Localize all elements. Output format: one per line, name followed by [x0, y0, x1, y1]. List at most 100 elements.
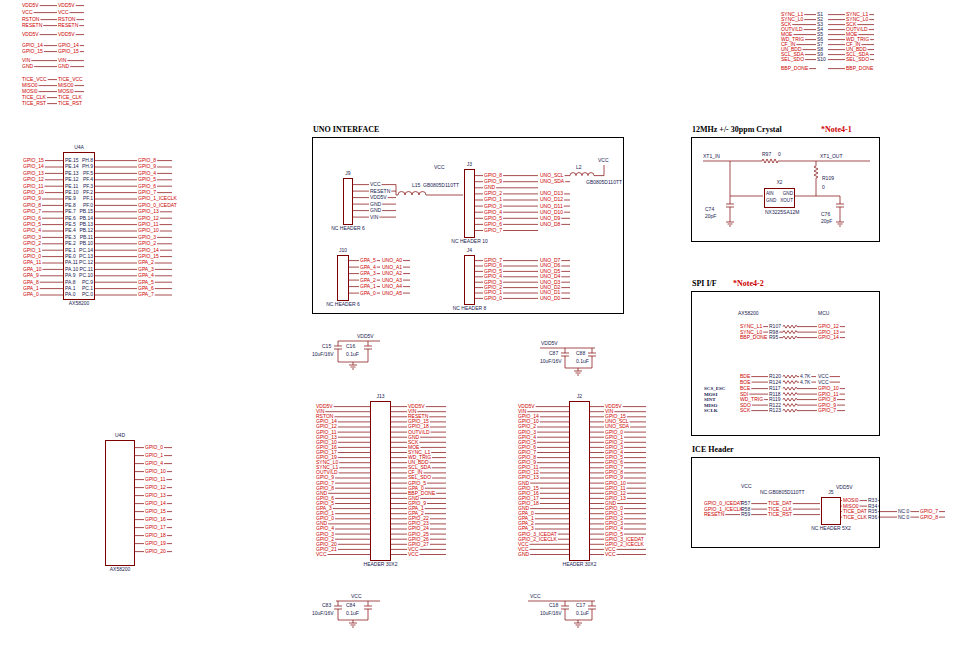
net-label: GPIO_1	[23, 248, 41, 253]
connector-part: J3NC HEADER 10	[464, 169, 475, 238]
pin-name: GND	[370, 202, 381, 207]
net-wire	[839, 394, 845, 395]
net-wire	[910, 517, 919, 518]
net-wire	[70, 66, 84, 67]
net-wire	[590, 411, 604, 412]
part-label: VCC	[434, 165, 445, 170]
pin-name: PA.9	[65, 273, 75, 278]
net-wire	[751, 514, 767, 515]
net-wire	[828, 14, 845, 15]
net-wire	[792, 24, 816, 25]
net-wire	[830, 382, 840, 383]
net-wire	[348, 267, 359, 268]
resistor-symbol	[783, 375, 797, 378]
part-value: NC HEADER 6	[331, 226, 365, 231]
net-wire	[590, 523, 604, 524]
net-wire	[391, 462, 407, 463]
net-wire	[388, 197, 396, 198]
net-label: GPIO_7	[23, 209, 41, 214]
part-label: 10uF/16V	[312, 611, 334, 616]
part-label: VCC	[351, 594, 362, 599]
net-label: UNO_A0	[382, 258, 402, 263]
net-wire	[561, 298, 570, 299]
pin-name: S10	[817, 57, 826, 62]
net-wire	[617, 549, 646, 550]
net-wire	[870, 54, 874, 55]
net-label: GPIO_8	[484, 173, 502, 178]
net-wire	[751, 410, 768, 411]
net-wire	[436, 493, 446, 494]
net-wire	[391, 483, 407, 484]
net-wire	[590, 421, 604, 422]
net-label: GPA_1	[23, 286, 39, 291]
part-reference: U4D	[115, 433, 125, 438]
net-wire	[348, 280, 359, 281]
net-label: GPIO_11	[145, 477, 165, 482]
net-label: GPIO_11	[23, 184, 43, 189]
net-wire	[403, 260, 410, 261]
net-label: GPA_11	[23, 260, 41, 265]
pin-name: PC.13	[79, 254, 93, 259]
net-label: GPIO_3	[484, 280, 502, 285]
net-label: GPIO_11	[138, 222, 158, 227]
net-wire	[391, 523, 407, 524]
net-wire	[135, 551, 144, 552]
pin-name: PC.0	[82, 292, 93, 297]
part-label: C88	[576, 351, 585, 356]
net-wire	[337, 432, 370, 433]
net-wire	[626, 488, 646, 489]
section-heading: SPI I/F	[692, 280, 717, 288]
net-wire	[617, 503, 646, 504]
net-wire	[155, 269, 172, 270]
net-label: GPIO_19	[145, 541, 166, 546]
net-wire	[540, 472, 569, 473]
net-wire	[474, 181, 483, 182]
net-wire	[95, 205, 137, 206]
net-wire	[627, 493, 646, 494]
net-wire	[80, 51, 84, 52]
net-wire	[503, 200, 538, 201]
net-label: VIN	[58, 58, 66, 63]
part-label: R124	[769, 380, 781, 385]
net-wire	[42, 199, 63, 200]
net-wire	[828, 44, 845, 45]
net-wire	[157, 243, 172, 244]
resistor-symbol	[783, 387, 797, 390]
net-wire	[157, 192, 172, 193]
part-label: VDD5V	[357, 334, 374, 339]
net-label: GPIO_15	[58, 49, 79, 54]
net-wire	[503, 276, 538, 277]
net-wire	[42, 205, 63, 206]
net-wire	[167, 495, 172, 496]
capacitor-symbol	[588, 601, 596, 620]
pin-name: PA.8	[65, 280, 75, 285]
net-label: GND	[58, 64, 69, 69]
net-wire	[325, 411, 370, 412]
net-wire	[430, 518, 446, 519]
net-wire	[860, 500, 867, 501]
net-wire	[40, 295, 63, 296]
part-label: R118	[769, 392, 781, 397]
net-wire	[527, 411, 569, 412]
net-wire	[155, 263, 172, 264]
net-wire	[42, 231, 63, 232]
net-wire	[67, 60, 84, 61]
net-wire	[430, 539, 446, 540]
pin-name: PE.9	[65, 196, 76, 201]
net-wire	[352, 191, 369, 192]
net-label: UNO_A1	[382, 265, 402, 270]
net-wire	[391, 508, 407, 509]
net-wire	[503, 298, 538, 299]
net-label: TICE_VCC	[58, 77, 83, 82]
ground-symbol	[338, 620, 368, 627]
net-wire	[590, 457, 604, 458]
net-wire	[751, 503, 767, 504]
net-wire	[167, 527, 172, 528]
part-label: 0	[822, 185, 825, 190]
part-value: NC HEADER 5X2	[811, 526, 851, 531]
net-wire	[561, 287, 570, 288]
net-label: SDI	[740, 392, 748, 397]
net-wire	[474, 218, 483, 219]
net-wire	[335, 534, 370, 535]
net-label: VCC	[408, 552, 419, 557]
